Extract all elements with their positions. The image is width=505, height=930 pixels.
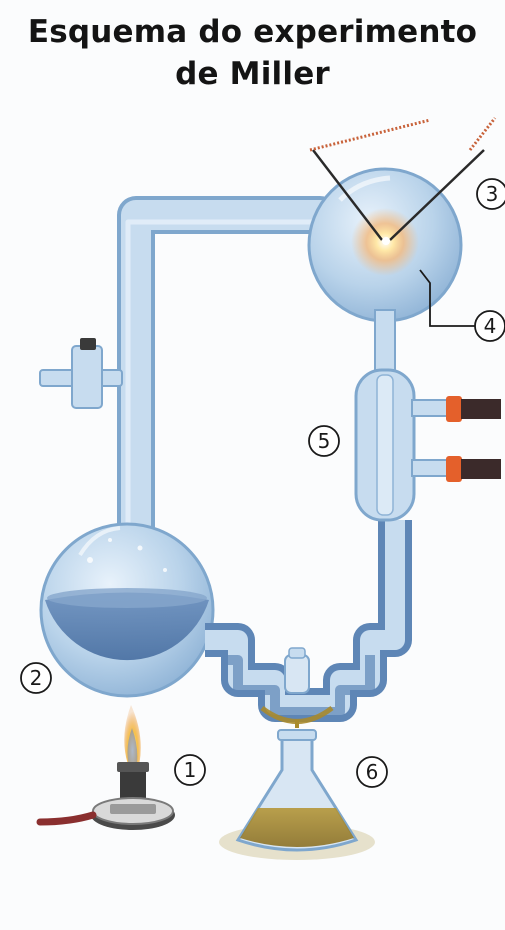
condenser [356,370,501,520]
marker-4-label: 4 [484,314,497,338]
marker-1: 1 [175,755,205,785]
spark-chamber [309,169,461,370]
marker-2: 2 [21,663,51,693]
marker-6: 6 [357,757,387,787]
marker-4: 4 [475,311,505,341]
marker-2-label: 2 [30,666,43,690]
stopcock-valve [40,338,122,408]
bunsen-burner [40,705,175,830]
collection-flask [219,730,375,860]
glass-tubing [128,215,320,575]
marker-5: 5 [309,426,339,456]
marker-3: 3 [477,179,505,209]
marker-6-label: 6 [366,760,379,784]
marker-5-label: 5 [318,429,331,453]
boiling-flask [41,524,213,696]
marker-1-label: 1 [184,758,197,782]
marker-3-label: 3 [486,182,499,206]
